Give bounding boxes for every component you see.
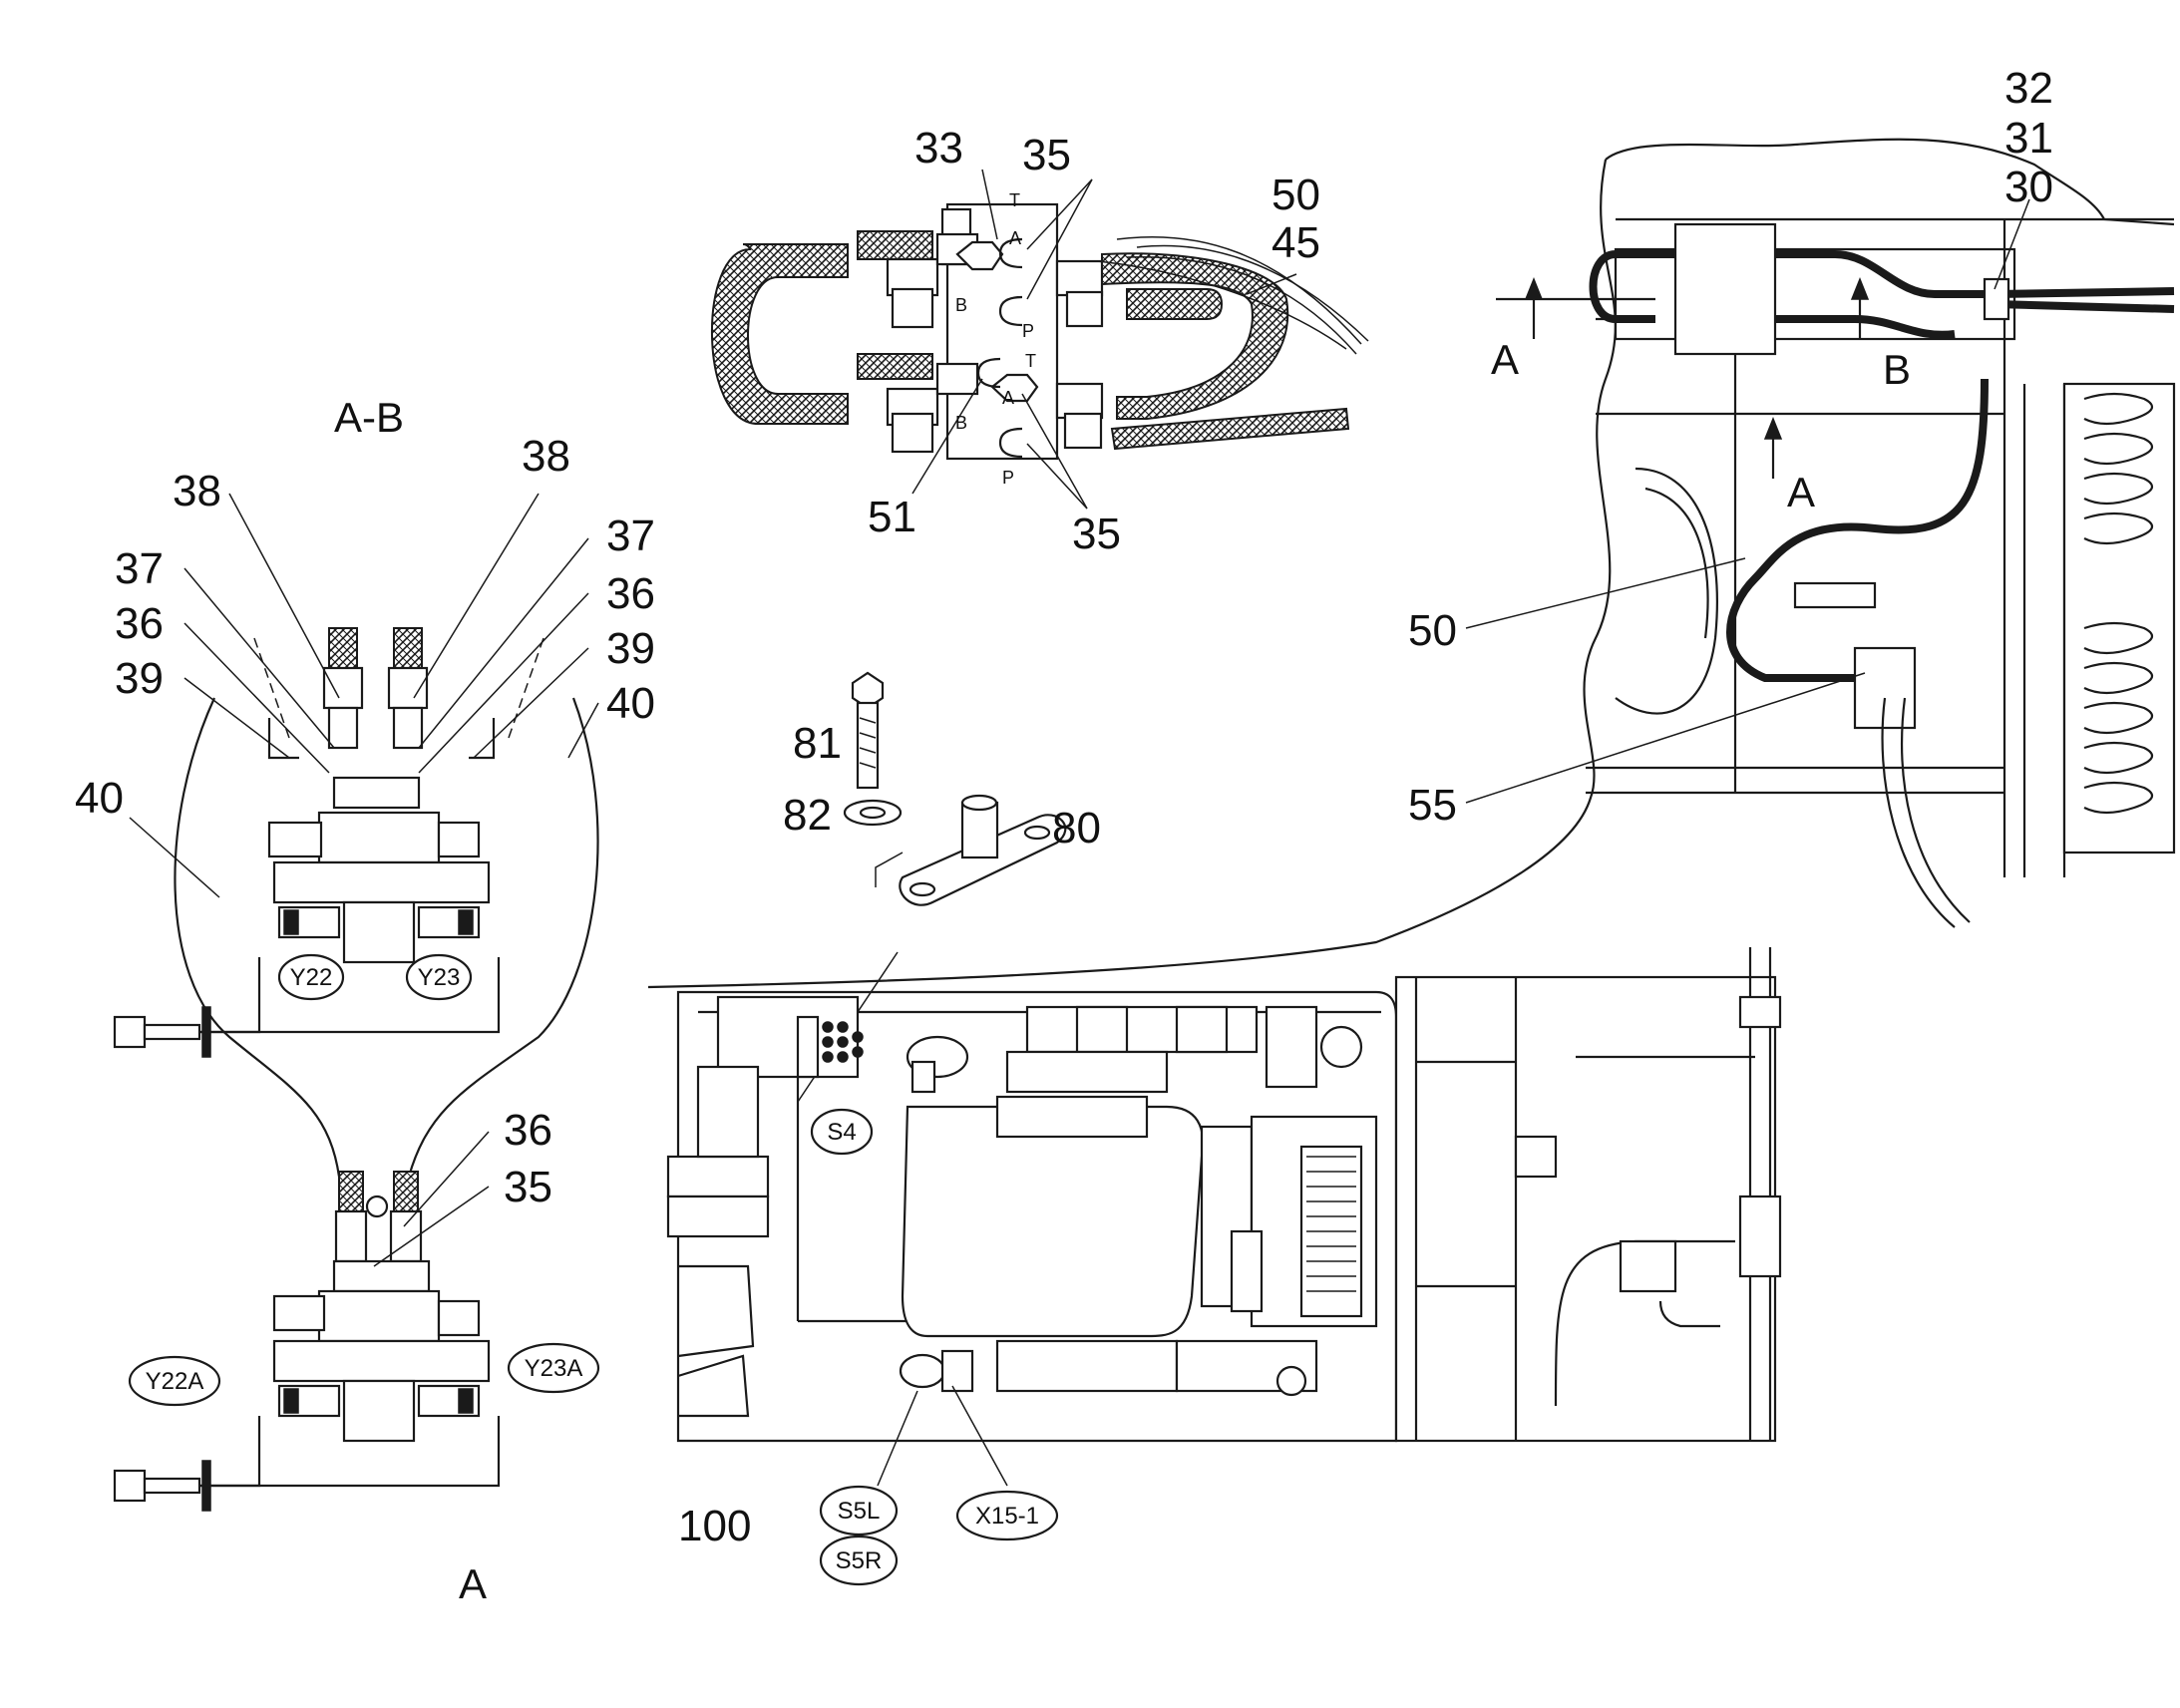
machine-frame-view [647,138,2176,989]
keypad-icon [822,1021,864,1063]
component-tags: Y22 Y23 Y22A Y23A S4 S5L S5R X15-1 [128,953,1059,1586]
tag-oval-y23a [507,1342,600,1394]
port-t-1: T [1009,190,1020,210]
tag-oval-s5r [819,1535,899,1586]
callout-80: 80 [1052,804,1101,853]
arrow-label-b: B [1883,346,1911,393]
tag-y22: Y22 [290,964,333,991]
tag-oval-y23 [405,953,473,1001]
valve-block-right [1673,222,1777,356]
callout-38-right: 38 [522,432,570,481]
tag-oval-y22a [128,1355,221,1407]
callout-40-left: 40 [75,774,124,823]
callout-81: 81 [793,719,842,768]
callout-40-right: 40 [606,679,655,728]
callout-82: 82 [783,791,832,840]
callout-35-top: 35 [1022,131,1071,179]
tag-s5r: S5R [836,1547,883,1574]
coil-stack [2083,392,2154,815]
port-a-2: A [1002,388,1014,408]
callout-labels: 33 35 50 45 51 35 32 31 30 50 55 38 38 3… [75,64,2053,1550]
callout-36-lower: 36 [504,1106,552,1155]
port-t-2: T [1025,351,1036,371]
callout-37-left: 37 [115,544,164,593]
section-ab-view [113,493,599,1512]
callout-31: 31 [2004,114,2053,163]
callout-51: 51 [868,493,916,541]
view-labels: A-B A A B A [334,336,1911,1607]
callout-45: 45 [1272,218,1320,267]
callout-33: 33 [914,124,963,172]
port-labels: T A B P T A B P [955,190,1036,488]
callout-35-mid: 35 [1072,510,1121,558]
port-b-1: B [955,295,967,315]
valve-detail-top [710,169,1369,510]
arrow-label-a2: A [1787,469,1815,515]
callout-30: 30 [2004,163,2053,211]
tag-s4: S4 [827,1119,856,1146]
callout-39-left: 39 [115,654,164,703]
port-p-2: P [1002,468,1014,488]
port-b-2: B [955,413,967,433]
callout-36-left: 36 [115,599,164,648]
callout-38-left: 38 [173,467,221,515]
view-label-a: A [459,1560,487,1607]
arrow-label-a1: A [1491,336,1519,383]
section-label-ab: A-B [334,394,404,441]
port-a-1: A [1009,228,1021,248]
tag-y22a: Y22A [146,1368,204,1395]
tag-oval-s5l [819,1485,899,1537]
tag-y23a: Y23A [525,1355,583,1382]
tag-oval-x15-1 [955,1490,1059,1541]
tag-oval-s4 [810,1108,874,1156]
callout-39-right: 39 [606,624,655,673]
callout-36-right: 36 [606,569,655,618]
tag-y23: Y23 [418,964,461,991]
callout-50-right: 50 [1408,606,1457,655]
callout-100: 100 [678,1502,751,1550]
callout-32: 32 [2004,64,2053,113]
cab-panel-view [666,947,1782,1487]
tag-x15-1: X15-1 [975,1503,1039,1530]
vent-grid [1306,1156,1356,1292]
callout-35-lower: 35 [504,1163,552,1211]
callout-50-top: 50 [1272,171,1320,219]
callout-37-right: 37 [606,512,655,560]
port-p-1: P [1022,321,1034,341]
callout-55: 55 [1408,781,1457,830]
tag-s5l: S5L [838,1498,881,1525]
bolt-bracket-detail [797,671,1067,1103]
tag-oval-y22 [277,953,345,1001]
